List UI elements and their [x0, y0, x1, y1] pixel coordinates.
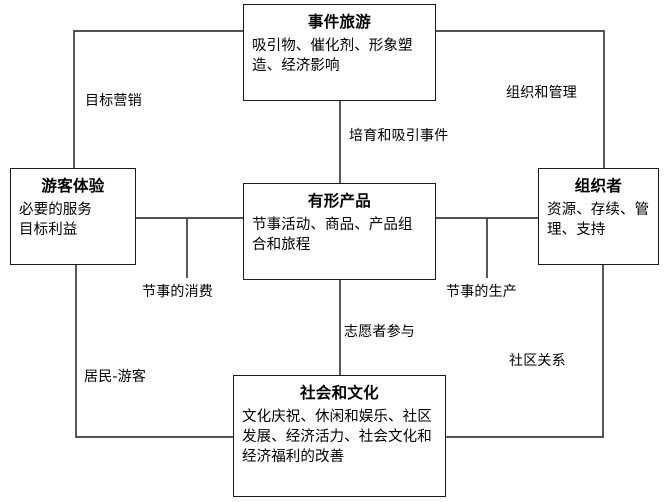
node-social-culture-body: 文化庆祝、休闲和娱乐、社区发展、经济活力、社会文化和经济福利的改善 [242, 409, 432, 466]
connector-target-marketing [73, 30, 243, 168]
edge-label-festival-produce: 节事的生产 [446, 284, 517, 300]
edge-label-org-management: 组织和管理 [506, 85, 577, 101]
node-tangible-product[interactable]: 有形产品 节事活动、商品、产品组合和旅程 [243, 183, 436, 280]
node-social-culture[interactable]: 社会和文化 文化庆祝、休闲和娱乐、社区发展、经济活力、社会文化和经济福利的改善 [233, 375, 446, 497]
node-event-tourism-body: 吸引物、催化剂、形象塑造、经济影响 [252, 38, 413, 75]
node-visitor-experience-title: 游客体验 [41, 177, 105, 195]
connector-community-relation [446, 265, 604, 438]
node-organizer[interactable]: 组织者 资源、存续、管理、支持 [538, 168, 659, 265]
connector-resident-visitor [75, 265, 233, 438]
edge-label-community-relation: 社区关系 [509, 353, 566, 369]
node-organizer-body: 资源、存续、管理、支持 [547, 202, 650, 239]
connector-org-management [436, 30, 605, 168]
edge-label-festival-consume: 节事的消费 [142, 284, 213, 300]
node-event-tourism-title: 事件旅游 [307, 13, 372, 31]
node-tangible-product-body: 节事活动、商品、产品组合和旅程 [252, 217, 413, 254]
node-event-tourism[interactable]: 事件旅游 吸引物、催化剂、形象塑造、经济影响 [243, 4, 436, 101]
edge-label-resident-visitor: 居民-游客 [84, 369, 147, 385]
edge-label-volunteer: 志愿者参与 [344, 324, 415, 340]
node-social-culture-title: 社会和文化 [299, 384, 379, 402]
edge-label-nurture-attract: 培育和吸引事件 [349, 128, 449, 144]
node-visitor-experience-body: 必要的服务目标利益 [19, 202, 92, 239]
node-tangible-product-title: 有形产品 [307, 192, 372, 210]
edge-label-target-marketing: 目标营销 [85, 93, 142, 109]
node-organizer-title: 组织者 [574, 177, 623, 195]
node-visitor-experience[interactable]: 游客体验 必要的服务目标利益 [10, 168, 136, 265]
